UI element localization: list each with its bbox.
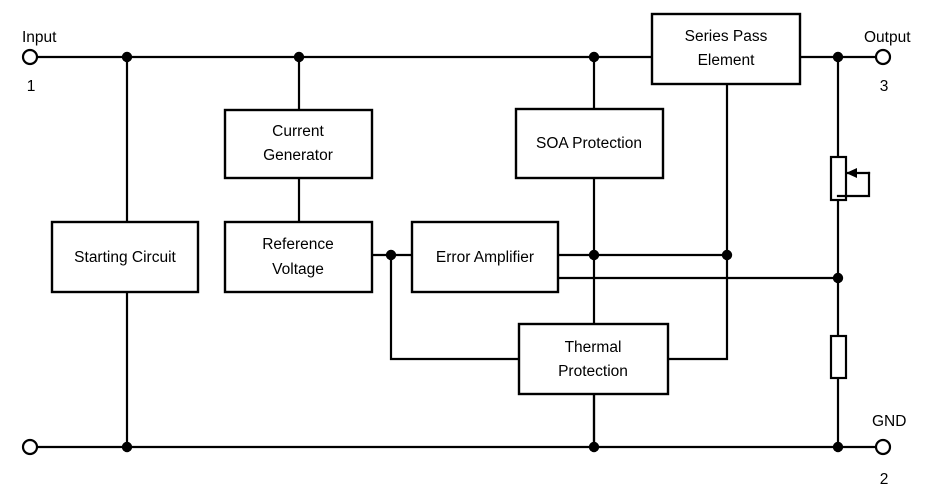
terminal-output-node[interactable] xyxy=(874,48,892,66)
block-label-layer: Starting Circuit Current Generator Refer… xyxy=(74,28,767,380)
wire-series-pass-control xyxy=(666,82,729,361)
label-reference-voltage-line1: Reference xyxy=(262,236,334,253)
label-gnd-terminal: GND xyxy=(872,413,906,430)
junction-layer xyxy=(121,51,844,453)
label-starting-circuit: Starting Circuit xyxy=(74,249,176,266)
potentiometer-wiper-arrowhead xyxy=(846,168,857,178)
junction-input-starting-circuit xyxy=(121,51,133,63)
block-reference-voltage[interactable] xyxy=(223,220,374,294)
junction-reference-voltage-node xyxy=(385,249,397,261)
terminal-label-layer: Input 1 Output 3 GND 2 xyxy=(22,29,911,488)
terminal-gnd-node[interactable] xyxy=(21,438,39,456)
junction-gnd-starting-circuit xyxy=(121,441,133,453)
label-current-generator-line2: Generator xyxy=(263,147,333,164)
potentiometer-tap-wire xyxy=(836,171,871,198)
label-input-pin-number: 1 xyxy=(27,78,36,95)
terminal-layer xyxy=(21,48,892,456)
feedback-potentiometer xyxy=(829,155,871,202)
junction-error-amp-soa-node xyxy=(588,249,600,261)
junction-series-pass-control-node xyxy=(721,249,733,261)
junction-gnd-divider xyxy=(832,441,844,453)
wire-layer xyxy=(36,55,878,449)
block-starting-circuit[interactable] xyxy=(50,220,200,294)
label-series-pass-element-line2: Element xyxy=(698,52,756,69)
terminal-gnd-node-right[interactable] xyxy=(874,438,892,456)
label-soa-protection: SOA Protection xyxy=(536,135,642,152)
label-thermal-protection-line1: Thermal xyxy=(565,339,622,356)
label-series-pass-element-line1: Series Pass xyxy=(685,28,768,45)
label-thermal-protection-line2: Protection xyxy=(558,363,628,380)
feedback-resistor xyxy=(829,334,848,380)
label-output-pin-number: 3 xyxy=(880,78,889,95)
junction-output-node xyxy=(832,51,844,63)
label-current-generator-line1: Current xyxy=(272,123,324,140)
wire-reference-node-to-thermal-protection xyxy=(389,253,521,361)
label-error-amplifier: Error Amplifier xyxy=(436,249,534,266)
terminal-input-node[interactable] xyxy=(21,48,39,66)
block-current-generator[interactable] xyxy=(223,108,374,180)
label-output-terminal: Output xyxy=(864,29,911,46)
junction-gnd-thermal xyxy=(588,441,600,453)
junction-feedback-tap-node xyxy=(832,272,844,284)
block-error-amplifier[interactable] xyxy=(410,220,560,294)
block-soa-protection[interactable] xyxy=(514,107,665,180)
block-series-pass-element[interactable] xyxy=(650,12,802,86)
label-gnd-pin-number: 2 xyxy=(880,471,889,488)
junction-input-current-generator xyxy=(293,51,305,63)
junction-input-soa xyxy=(588,51,600,63)
block-thermal-protection[interactable] xyxy=(517,322,670,396)
label-input-terminal: Input xyxy=(22,29,57,46)
label-reference-voltage-line2: Voltage xyxy=(272,261,324,278)
block-layer xyxy=(50,12,802,396)
